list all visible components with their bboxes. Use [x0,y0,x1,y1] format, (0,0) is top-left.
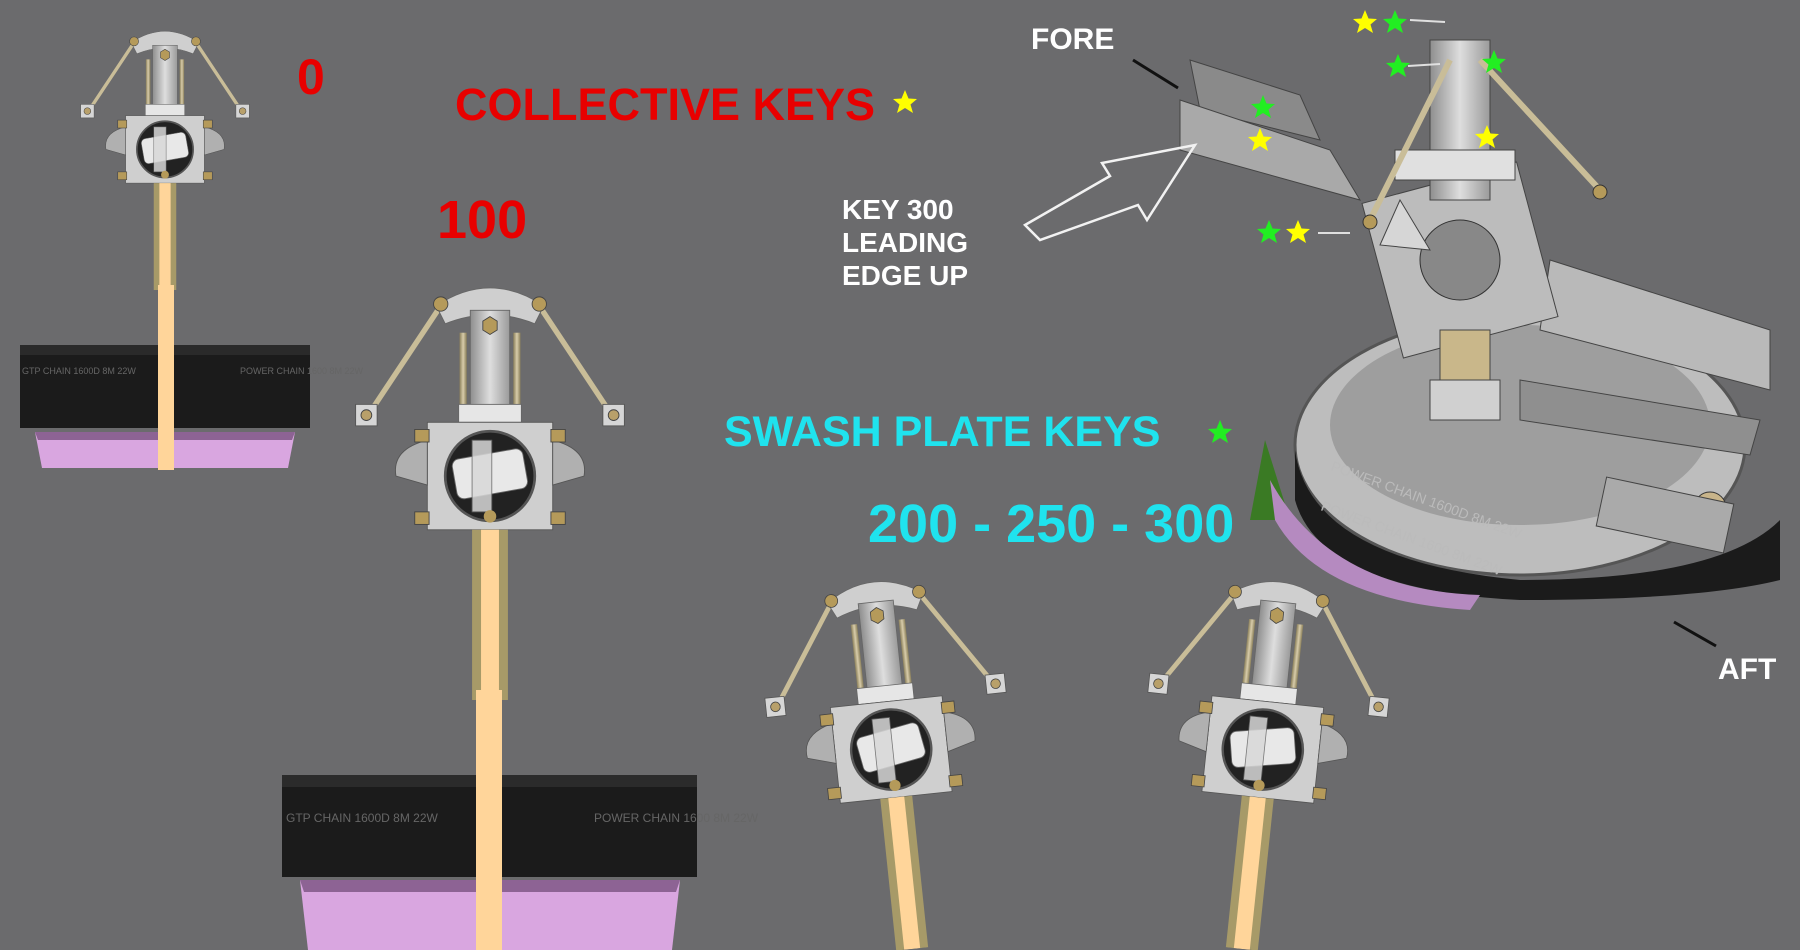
rotor-head-key-200 [754,569,1032,950]
green-star-icon [1482,50,1506,73]
rotor-assembly-iso [1179,39,1780,610]
key300-note: KEY 300 LEADING EDGE UP [842,193,968,292]
collective-key-0-label: 0 [297,49,325,105]
belt-text-0-right: POWER CHAIN 1600 8M 22W [240,366,364,376]
green-star-icon [1251,95,1275,118]
aft-label: AFT [1718,653,1777,686]
fore-label: FORE [1031,23,1115,56]
belt-text-100-left: GTP CHAIN 1600D 8M 22W [286,811,439,825]
rotor-head-key-100 [282,288,697,950]
swash-keys-range: 200 - 250 - 300 [868,494,1235,554]
yellow-star-icon [1248,128,1272,151]
rotor-head-key-250 [1122,569,1400,950]
yellow-star-icon [1286,220,1310,243]
yellow-star-icon [1475,125,1499,148]
green-star-icon [1386,54,1410,77]
collective-keys-title: COLLECTIVE KEYS [455,79,876,130]
belt-text-0-left: GTP CHAIN 1600D 8M 22W [22,366,136,376]
yellow-star-icon [893,90,917,113]
key300-line3: EDGE UP [842,260,969,291]
green-star-icon [1208,420,1232,443]
rotor-head-key-0 [20,31,310,470]
yellow-star-icon [1353,10,1377,33]
green-star-icon [1257,220,1281,243]
belt-text-100-right: POWER CHAIN 1600 8M 22W [594,811,759,825]
collective-key-100-label: 100 [437,190,528,250]
fore-pointer [1132,58,1179,90]
green-star-icon [1383,10,1407,33]
key300-line2: LEADING [842,227,968,258]
aft-pointer [1673,620,1717,648]
swash-plate-keys-title: SWASH PLATE KEYS [724,408,1161,456]
key300-line1: KEY 300 [842,194,954,225]
arrow-icon [1022,143,1198,242]
